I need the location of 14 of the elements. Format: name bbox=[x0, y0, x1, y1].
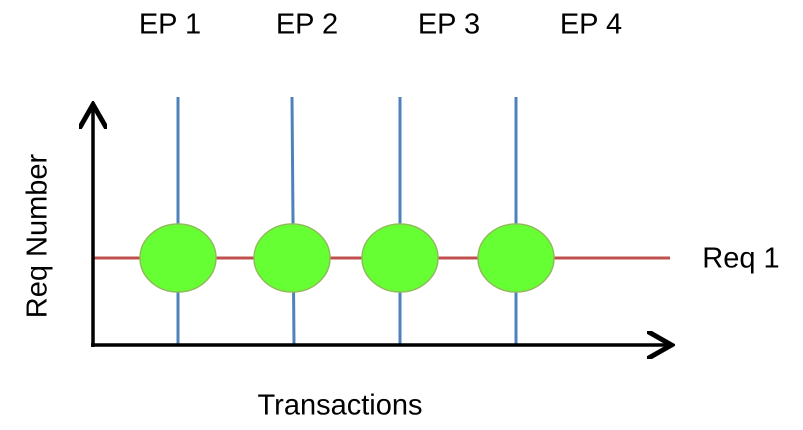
axis-title: Transactions bbox=[258, 390, 422, 422]
connector-line bbox=[216, 256, 254, 260]
column-label: EP 1 bbox=[138, 8, 202, 42]
connector-line bbox=[438, 256, 478, 260]
axis-title: Req Number bbox=[22, 154, 54, 318]
ellipse-node bbox=[362, 224, 438, 292]
column-label: EP 2 bbox=[276, 8, 338, 42]
column-label: EP 4 bbox=[560, 8, 622, 42]
row-label: Req 1 bbox=[702, 242, 780, 276]
ellipse-node bbox=[254, 224, 330, 292]
connector-line bbox=[330, 256, 362, 260]
ellipse-node bbox=[140, 224, 216, 292]
ellipse-node bbox=[478, 224, 554, 292]
column-label: EP 3 bbox=[418, 8, 480, 42]
